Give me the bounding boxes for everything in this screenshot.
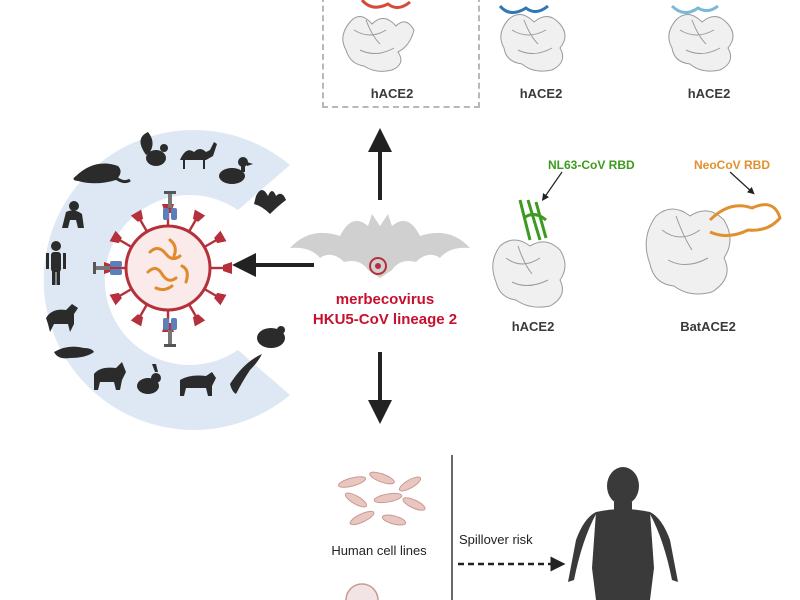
ferret-icon: [54, 346, 94, 359]
squirrel-icon: [140, 132, 168, 166]
label-virus-name-line2: HKU5-CoV lineage 2: [312, 311, 458, 328]
highlight-dashed-box: [322, 0, 480, 108]
coronavirus-small-icon: [369, 257, 387, 275]
label-batace2: BatACE2: [680, 319, 736, 334]
neocov-pointer: [729, 171, 755, 195]
coronavirus-icon: [104, 204, 232, 332]
hamster-icon: [257, 326, 285, 348]
structure-neocov: [645, 203, 782, 295]
structure-top-3: [668, 4, 734, 72]
camel-icon: [180, 142, 217, 169]
label-hace2-top-2: hACE2: [519, 86, 563, 101]
cell-icon: [337, 471, 426, 526]
bat-silhouette-icon: [290, 214, 470, 278]
cow-icon: [180, 372, 216, 396]
label-neocov-rbd: NeoCoV RBD: [694, 158, 771, 172]
host-range-ring: [43, 130, 291, 431]
label-human-cell-lines: Human cell lines: [331, 543, 427, 558]
dolphin-icon: [230, 354, 262, 394]
divider-line: [451, 455, 453, 600]
label-virus-name-line1: merbecovirus: [335, 291, 435, 308]
nl63-pointer: [541, 171, 563, 201]
label-nl63-rbd: NL63-CoV RBD: [548, 158, 635, 172]
rabbit-icon: [137, 364, 161, 394]
partial-cell-icon: [345, 583, 379, 600]
protein-structure-icon: [342, 0, 782, 308]
goat-icon: [94, 362, 126, 390]
structure-nl63: [492, 199, 566, 308]
structure-top-2: [498, 4, 566, 72]
bat-icon: [254, 190, 286, 214]
dog-icon: [46, 304, 78, 332]
label-hace2-mid: hACE2: [511, 319, 555, 334]
structure-top-1: [342, 0, 415, 72]
human-icon: [46, 241, 66, 285]
label-hace2-top-3: hACE2: [687, 86, 731, 101]
label-hace2-top-1: hACE2: [370, 86, 414, 101]
label-spillover-risk: Spillover risk: [459, 532, 533, 547]
human-figure-icon: [568, 467, 678, 600]
pangolin-icon: [73, 163, 131, 184]
monkey-icon: [62, 201, 84, 228]
rna-icon: [146, 238, 189, 292]
duck-icon: [219, 157, 253, 184]
